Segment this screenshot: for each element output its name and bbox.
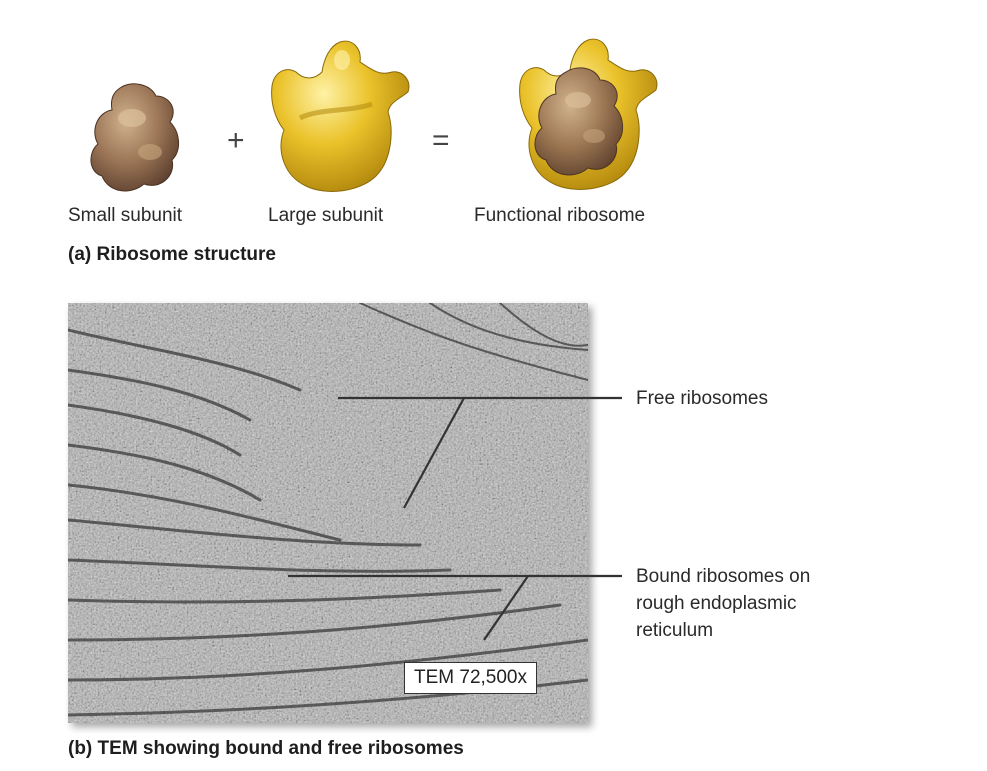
leader-lines bbox=[288, 396, 622, 641]
small-subunit-illustration bbox=[90, 83, 179, 192]
bound-ribosomes-label: Bound ribosomes on rough endoplasmic ret… bbox=[636, 563, 810, 644]
large-subunit-label: Large subunit bbox=[268, 205, 384, 226]
bound-ribosomes-label-line: reticulum bbox=[636, 620, 714, 641]
magnification-label: TEM 72,500x bbox=[404, 662, 537, 694]
small-subunit-label: Small subunit bbox=[68, 205, 183, 226]
panel-b-caption: (b) TEM showing bound and free ribosomes bbox=[68, 738, 464, 759]
bound-ribosomes-pointer bbox=[483, 575, 529, 641]
plus-sign: + bbox=[227, 124, 245, 157]
equals-sign: = bbox=[432, 124, 450, 157]
free-ribosomes-pointer bbox=[403, 397, 465, 509]
bound-ribosomes-label-line: rough endoplasmic bbox=[636, 593, 797, 614]
large-subunit-illustration bbox=[271, 40, 410, 192]
functional-ribosome-label: Functional ribosome bbox=[474, 205, 646, 226]
functional-ribosome-illustration bbox=[519, 38, 658, 190]
tem-micrograph bbox=[68, 303, 588, 723]
panel-a-caption: (a) Ribosome structure bbox=[68, 244, 276, 265]
bound-ribosomes-label-line: Bound ribosomes on bbox=[636, 566, 811, 587]
free-ribosomes-label: Free ribosomes bbox=[636, 388, 768, 409]
